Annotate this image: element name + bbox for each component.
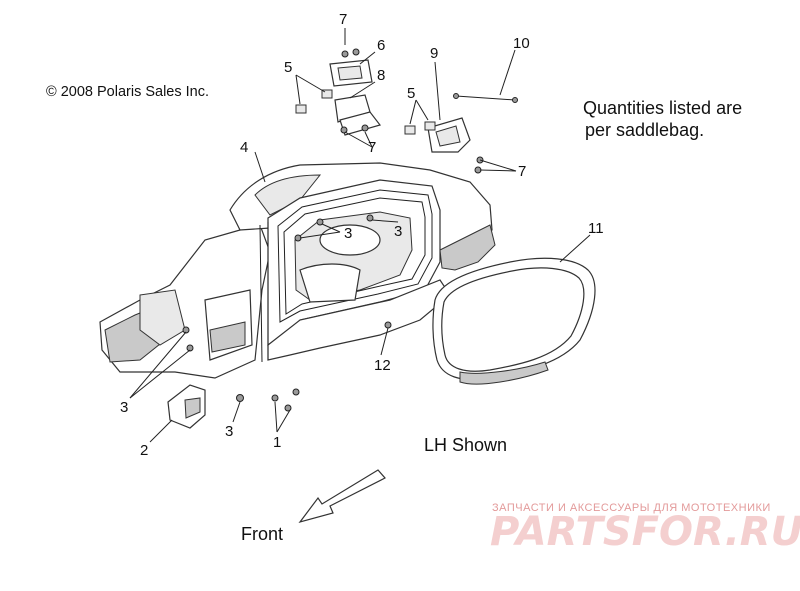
callout-label: 3 (120, 399, 128, 416)
quantity-note-line1: Quantities listed are (583, 98, 742, 118)
callout-label: 7 (368, 139, 376, 156)
callout-label: 3 (394, 223, 402, 240)
callout-label: 8 (377, 67, 385, 84)
saddlebag-body (99, 162, 496, 379)
cable-10 (453, 93, 518, 103)
latch-9 (427, 117, 484, 174)
watermark-logo: PARTSFOR.RU (490, 509, 800, 555)
fasteners (182, 124, 392, 412)
latch-assembly (329, 48, 382, 136)
callout-label: 11 (588, 220, 604, 237)
callout-label: 3 (225, 423, 233, 440)
front-arrow-icon (298, 469, 386, 524)
callout-label: 5 (284, 59, 292, 76)
quantity-note-line2: per saddlebag. (585, 120, 704, 140)
bracket-2 (167, 384, 206, 429)
callout-label: 1 (273, 434, 281, 451)
leader-lines (129, 28, 591, 443)
callout-label: 3 (344, 225, 352, 242)
watermark-caption: ЗАПЧАСТИ И АКСЕССУАРЫ ДЛЯ МОТОТЕХНИКИ (492, 502, 771, 514)
callout-labels: 7 6 9 10 5 8 5 4 7 7 3 3 11 12 3 3 2 1 (120, 11, 604, 459)
copyright-text: © 2008 Polaris Sales Inc. (46, 84, 209, 100)
callout-label: 12 (374, 357, 391, 374)
lid-seal (432, 257, 596, 385)
callout-label: 2 (140, 442, 148, 459)
callout-label: 10 (513, 35, 530, 52)
view-label: LH Shown (424, 435, 507, 455)
callout-label: 6 (377, 37, 385, 54)
callout-label: 7 (518, 163, 526, 180)
front-label: Front (241, 524, 283, 544)
callout-label: 4 (240, 139, 248, 156)
clips-5 (295, 89, 436, 135)
callout-label: 5 (407, 85, 415, 102)
callout-label: 7 (339, 11, 347, 28)
callout-label: 9 (430, 45, 438, 62)
